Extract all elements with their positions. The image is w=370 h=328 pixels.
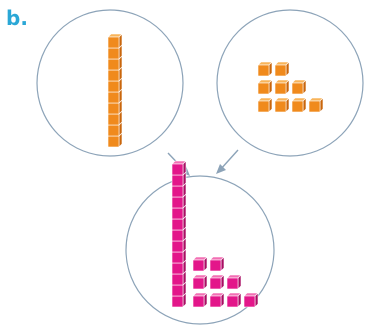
unit-cube bbox=[209, 256, 225, 272]
combined-group bbox=[171, 160, 259, 308]
unit-cube bbox=[243, 292, 259, 308]
unit-cube bbox=[226, 292, 242, 308]
unit-cube bbox=[274, 97, 290, 113]
rod-cube bbox=[107, 33, 123, 49]
unit-cube bbox=[308, 97, 324, 113]
unit-cube bbox=[274, 79, 290, 95]
unit-cube bbox=[257, 97, 273, 113]
unit-cube bbox=[192, 274, 208, 290]
part-label: b. bbox=[6, 6, 28, 30]
unit-cube bbox=[257, 79, 273, 95]
unit-cube bbox=[291, 79, 307, 95]
arrow-right-to-combined bbox=[219, 149, 239, 171]
circles-layer bbox=[36, 9, 364, 325]
unit-cube bbox=[291, 97, 307, 113]
rod-cube bbox=[171, 160, 187, 176]
combined-circle bbox=[125, 175, 275, 325]
unit-cube bbox=[226, 274, 242, 290]
unit-cubes-circle bbox=[216, 9, 364, 157]
unit-cube bbox=[192, 256, 208, 272]
blocks-layer bbox=[107, 33, 324, 308]
arrow-right-head bbox=[216, 164, 226, 174]
unit-cube bbox=[192, 292, 208, 308]
unit-cubes-group bbox=[257, 61, 324, 113]
ten-rod-group bbox=[107, 33, 123, 148]
unit-cube bbox=[209, 274, 225, 290]
ten-rod-circle bbox=[36, 9, 184, 157]
unit-cube bbox=[257, 61, 273, 77]
unit-cube bbox=[274, 61, 290, 77]
unit-cube bbox=[209, 292, 225, 308]
